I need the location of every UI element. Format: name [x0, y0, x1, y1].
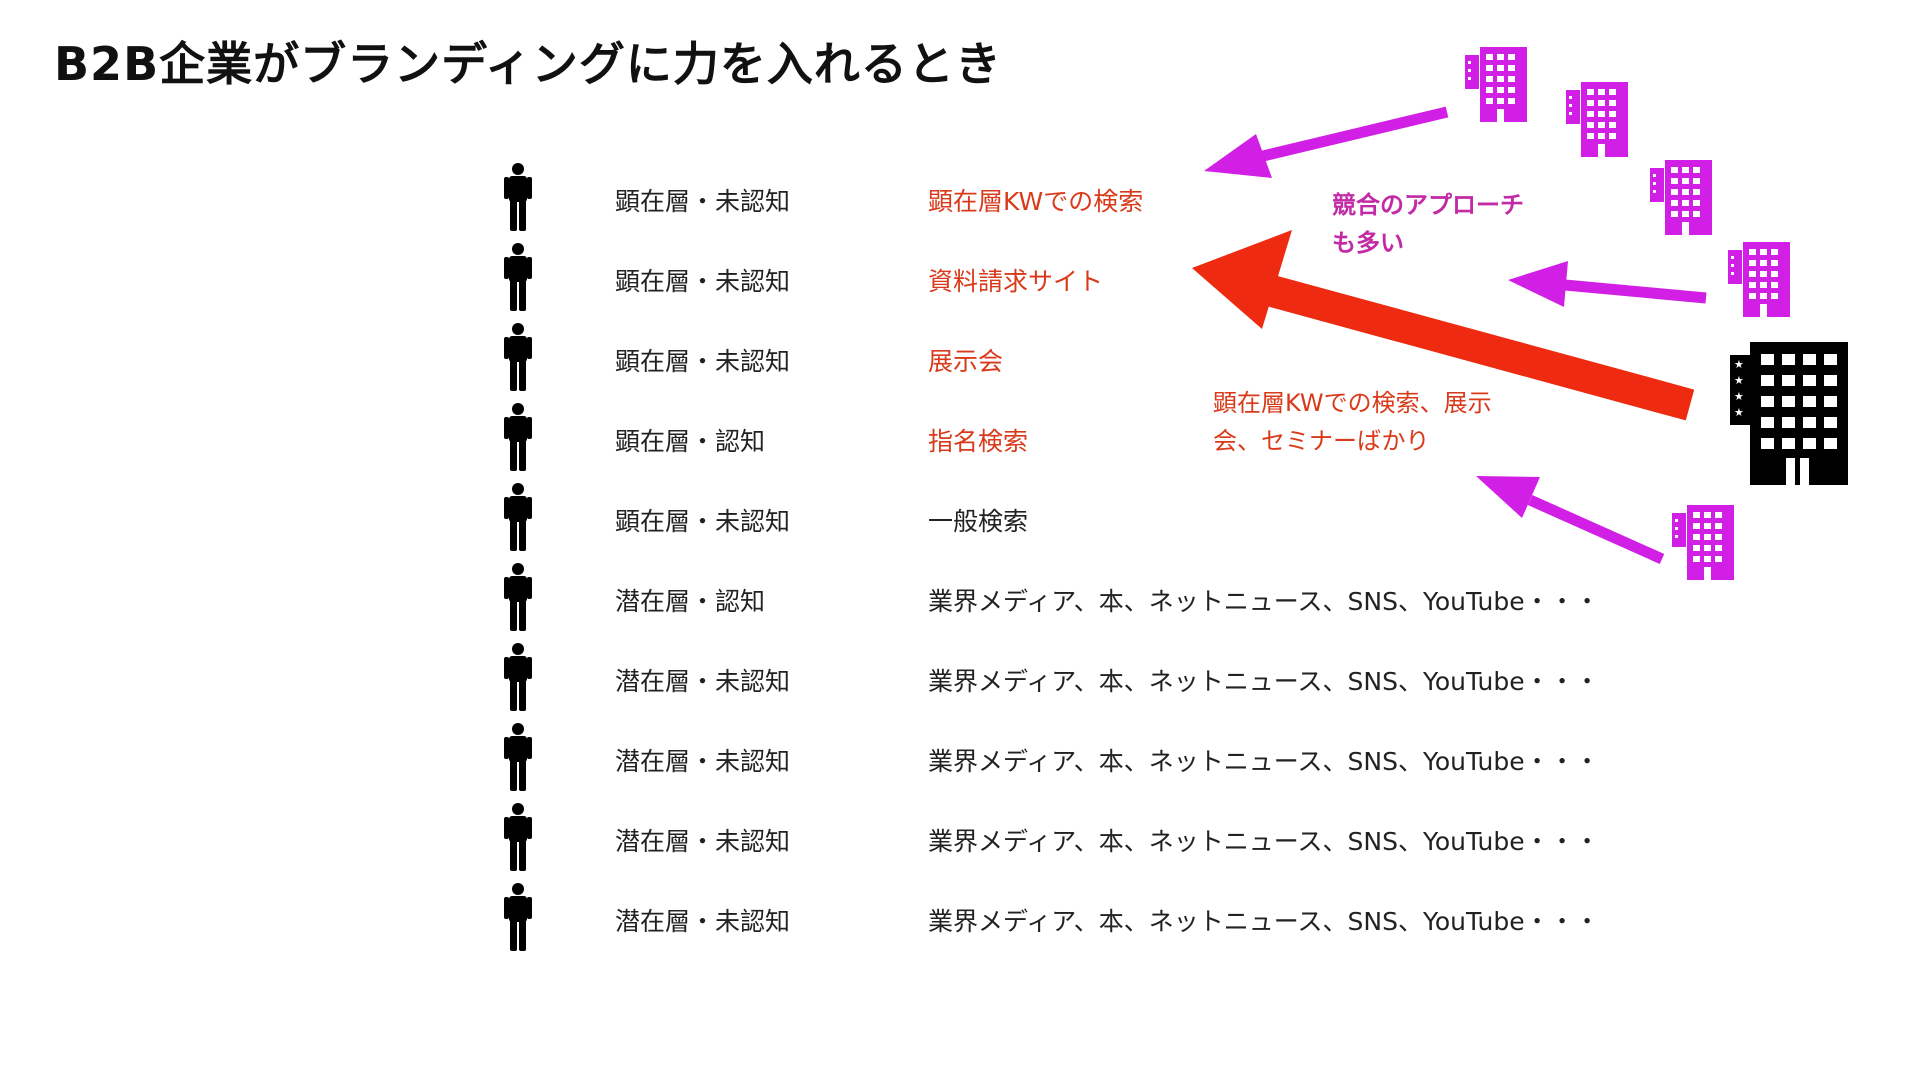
- person-icon: [504, 323, 532, 391]
- building-icon: [1650, 160, 1712, 235]
- list-item: 潜在層・認知 業界メディア、本、ネットニュース、SNS、YouTube・・・: [500, 562, 1700, 642]
- person-icon: [504, 243, 532, 311]
- list-item: 顕在層・未認知 資料請求サイト: [500, 242, 1700, 322]
- audience-segment: 顕在層・未認知: [615, 267, 791, 296]
- audience-segment: 顕在層・未認知: [615, 187, 791, 216]
- audience-segment: 顕在層・未認知: [615, 347, 791, 376]
- list-item: 潜在層・未認知 業界メディア、本、ネットニュース、SNS、YouTube・・・: [500, 882, 1700, 962]
- audience-segment: 潜在層・未認知: [615, 827, 791, 856]
- list-item: 顕在層・未認知 顕在層KWでの検索: [500, 162, 1700, 242]
- channel-label: 業界メディア、本、ネットニュース、SNS、YouTube・・・: [928, 587, 1600, 616]
- person-icon: [504, 883, 532, 951]
- list-item: 潜在層・未認知 業界メディア、本、ネットニュース、SNS、YouTube・・・: [500, 642, 1700, 722]
- competitor-arrow: [1204, 106, 1449, 178]
- audience-segment: 潜在層・未認知: [615, 667, 791, 696]
- audience-segment: 顕在層・未認知: [615, 507, 791, 536]
- own-company-note: 顕在層KWでの検索、展示 会、セミナーばかり: [1213, 384, 1492, 460]
- competitor-note: 競合のアプローチ も多い: [1332, 186, 1524, 262]
- list-item: 潜在層・未認知 業界メディア、本、ネットニュース、SNS、YouTube・・・: [500, 802, 1700, 882]
- list-item: 顕在層・未認知 展示会: [500, 322, 1700, 402]
- svg-text:★: ★: [1734, 406, 1744, 419]
- channel-label: 業界メディア、本、ネットニュース、SNS、YouTube・・・: [928, 667, 1600, 696]
- building-icon: [1465, 47, 1527, 122]
- building-icon: [1566, 82, 1628, 157]
- own-company-note-line: 顕在層KWでの検索、展示: [1213, 389, 1492, 417]
- audience-segment: 顕在層・認知: [615, 427, 766, 456]
- person-icon: [504, 403, 532, 471]
- audience-segment: 潜在層・未認知: [615, 747, 791, 776]
- svg-text:★: ★: [1734, 358, 1744, 371]
- svg-text:★: ★: [1734, 374, 1744, 387]
- competitor-note-line: も多い: [1332, 229, 1404, 257]
- person-icon: [504, 163, 532, 231]
- competitor-note-line: 競合のアプローチ: [1332, 191, 1524, 219]
- page-title: B2B企業がブランディングに力を入れるとき: [54, 37, 1002, 91]
- own-company-arrow: [1192, 230, 1695, 421]
- list-item: 潜在層・未認知 業界メディア、本、ネットニュース、SNS、YouTube・・・: [500, 722, 1700, 802]
- person-icon: [504, 723, 532, 791]
- channel-label: 顕在層KWでの検索: [928, 187, 1144, 216]
- channel-label: 業界メディア、本、ネットニュース、SNS、YouTube・・・: [928, 747, 1600, 776]
- own-company-building-icon: ★ ★ ★ ★: [1730, 342, 1848, 485]
- person-icon: [504, 563, 532, 631]
- channel-label: 一般検索: [928, 507, 1029, 536]
- competitor-arrow: [1476, 476, 1665, 565]
- competitor-arrow: [1508, 261, 1707, 307]
- list-item: 顕在層・未認知 一般検索: [500, 482, 1700, 562]
- channel-label: 資料請求サイト: [928, 267, 1104, 296]
- own-company-note-line: 会、セミナーばかり: [1213, 427, 1430, 455]
- svg-text:★: ★: [1734, 390, 1744, 403]
- channel-label: 展示会: [928, 347, 1004, 376]
- channel-label: 業界メディア、本、ネットニュース、SNS、YouTube・・・: [928, 907, 1600, 936]
- audience-segment: 潜在層・未認知: [615, 907, 791, 936]
- channel-label: 業界メディア、本、ネットニュース、SNS、YouTube・・・: [928, 827, 1600, 856]
- audience-segment: 潜在層・認知: [615, 587, 766, 616]
- channel-label: 指名検索: [928, 427, 1029, 456]
- list-item: 顕在層・認知 指名検索: [500, 402, 1700, 482]
- building-icon: [1672, 505, 1734, 580]
- person-icon: [504, 643, 532, 711]
- person-icon: [504, 803, 532, 871]
- building-icon: [1728, 242, 1790, 317]
- person-icon: [504, 483, 532, 551]
